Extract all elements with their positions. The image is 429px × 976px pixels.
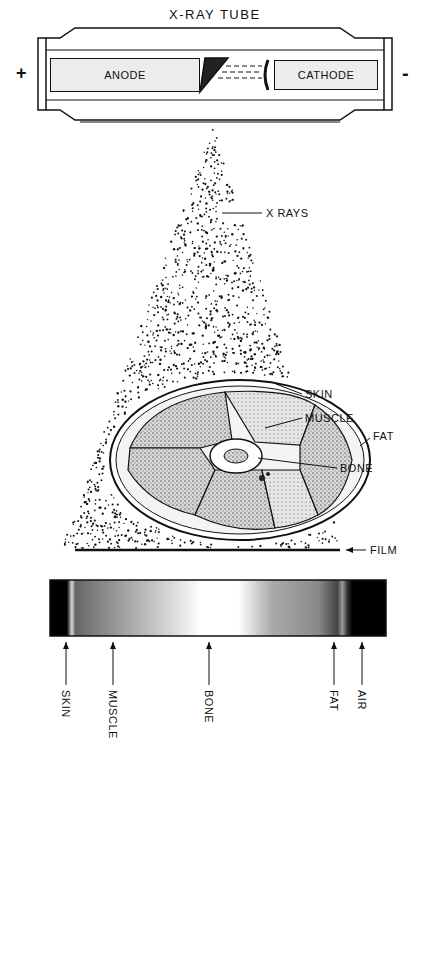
part-label: BONE [340, 462, 373, 474]
part-label: FILM [370, 544, 397, 556]
part-label: X RAYS [266, 207, 309, 219]
electron-beam [218, 66, 262, 78]
part-label: FAT [373, 430, 394, 442]
part-label: SKIN [305, 388, 333, 400]
anode-electrode: ANODE [50, 58, 200, 92]
film-region-label: SKIN [60, 690, 72, 718]
polarity-sign: - [402, 62, 409, 84]
leader-lines [258, 384, 370, 468]
electrode-label: ANODE [104, 69, 146, 81]
film-region-label: FAT [328, 690, 340, 711]
film-region-label: MUSCLE [107, 690, 119, 739]
leader-arrow [346, 550, 366, 551]
film-region-label: BONE [203, 690, 215, 723]
film-region-label: AIR [356, 690, 368, 710]
part-label: MUSCLE [305, 412, 354, 424]
label-arrows [66, 642, 362, 685]
film-strip [50, 580, 386, 636]
limb-cross-section [110, 380, 370, 540]
cathode-electrode: CATHODE [274, 60, 378, 90]
x-ray-dots [64, 129, 338, 549]
film [75, 549, 340, 552]
polarity-sign: + [16, 64, 27, 84]
diagram-title: X-RAY TUBE [169, 8, 261, 22]
x-ray-tube [38, 28, 392, 122]
leader-line [222, 213, 262, 214]
electrode-label: CATHODE [298, 69, 354, 81]
